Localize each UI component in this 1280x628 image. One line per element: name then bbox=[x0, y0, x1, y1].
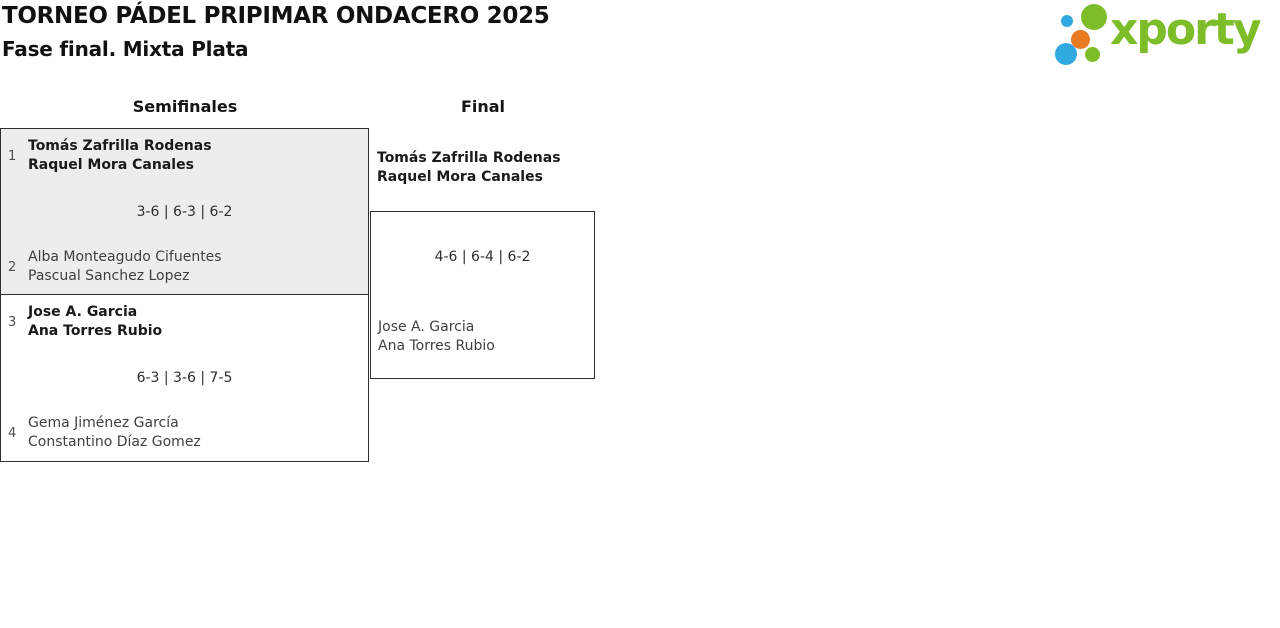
seed-number: 4 bbox=[8, 425, 17, 441]
match-score: 6-3 | 3-6 | 7-5 bbox=[136, 370, 233, 386]
page-subtitle: Fase final. Mixta Plata bbox=[2, 37, 249, 61]
logo-dot-orange-icon bbox=[1071, 30, 1090, 49]
seed-number: 3 bbox=[8, 314, 17, 330]
match-final: 4-6 | 6-4 | 6-2 Jose A. Garcia Ana Torre… bbox=[370, 211, 595, 379]
player-name: Ana Torres Rubio bbox=[378, 338, 495, 354]
logo-wordmark: xporty bbox=[1110, 4, 1262, 55]
xporty-logo[interactable]: xporty bbox=[1050, 0, 1280, 70]
team-pair-winner: Jose A. Garcia Ana Torres Rubio bbox=[28, 303, 162, 341]
player-name: Raquel Mora Canales bbox=[377, 169, 543, 185]
player-name: Gema Jiménez García bbox=[28, 415, 179, 431]
player-name: Tomás Zafrilla Rodenas bbox=[28, 138, 212, 154]
player-name: Jose A. Garcia bbox=[28, 304, 138, 320]
player-name: Ana Torres Rubio bbox=[28, 323, 163, 339]
seed-number: 2 bbox=[8, 259, 17, 275]
team-row: 1 Tomás Zafrilla Rodenas Raquel Mora Can… bbox=[8, 137, 212, 175]
team-pair: Gema Jiménez García Constantino Díaz Gom… bbox=[28, 414, 201, 452]
round-header-final: Final bbox=[460, 97, 506, 116]
player-name: Tomás Zafrilla Rodenas bbox=[377, 150, 561, 166]
match-semifinal-2: 3 Jose A. Garcia Ana Torres Rubio 6-3 | … bbox=[0, 294, 369, 462]
logo-dot-blue-large-icon bbox=[1055, 43, 1077, 65]
player-name: Pascual Sanchez Lopez bbox=[28, 268, 190, 284]
seed-number: 1 bbox=[8, 148, 17, 164]
player-name: Raquel Mora Canales bbox=[28, 157, 194, 173]
logo-dot-green-large-icon bbox=[1081, 4, 1107, 30]
logo-dot-blue-small-icon bbox=[1061, 15, 1073, 27]
final-team-pair: Jose A. Garcia Ana Torres Rubio bbox=[378, 318, 495, 356]
page-title: TORNEO PÁDEL PRIPIMAR ONDACERO 2025 bbox=[2, 3, 550, 29]
player-name: Constantino Díaz Gomez bbox=[28, 434, 201, 450]
team-pair-winner: Tomás Zafrilla Rodenas Raquel Mora Canal… bbox=[28, 137, 212, 175]
player-name: Jose A. Garcia bbox=[378, 319, 475, 335]
round-header-semifinals: Semifinales bbox=[132, 97, 238, 116]
logo-dot-green-small-icon bbox=[1085, 47, 1100, 62]
player-name: Alba Monteagudo Cifuentes bbox=[28, 249, 222, 265]
match-semifinal-1: 1 Tomás Zafrilla Rodenas Raquel Mora Can… bbox=[0, 128, 369, 295]
team-row: 4 Gema Jiménez García Constantino Díaz G… bbox=[8, 414, 201, 452]
match-score: 4-6 | 6-4 | 6-2 bbox=[434, 249, 531, 265]
team-row: 3 Jose A. Garcia Ana Torres Rubio bbox=[8, 303, 162, 341]
team-row: 2 Alba Monteagudo Cifuentes Pascual Sanc… bbox=[8, 248, 222, 286]
match-score: 3-6 | 6-3 | 6-2 bbox=[136, 204, 233, 220]
final-team-pair-winner: Tomás Zafrilla Rodenas Raquel Mora Canal… bbox=[377, 149, 561, 187]
team-pair: Alba Monteagudo Cifuentes Pascual Sanche… bbox=[28, 248, 222, 286]
